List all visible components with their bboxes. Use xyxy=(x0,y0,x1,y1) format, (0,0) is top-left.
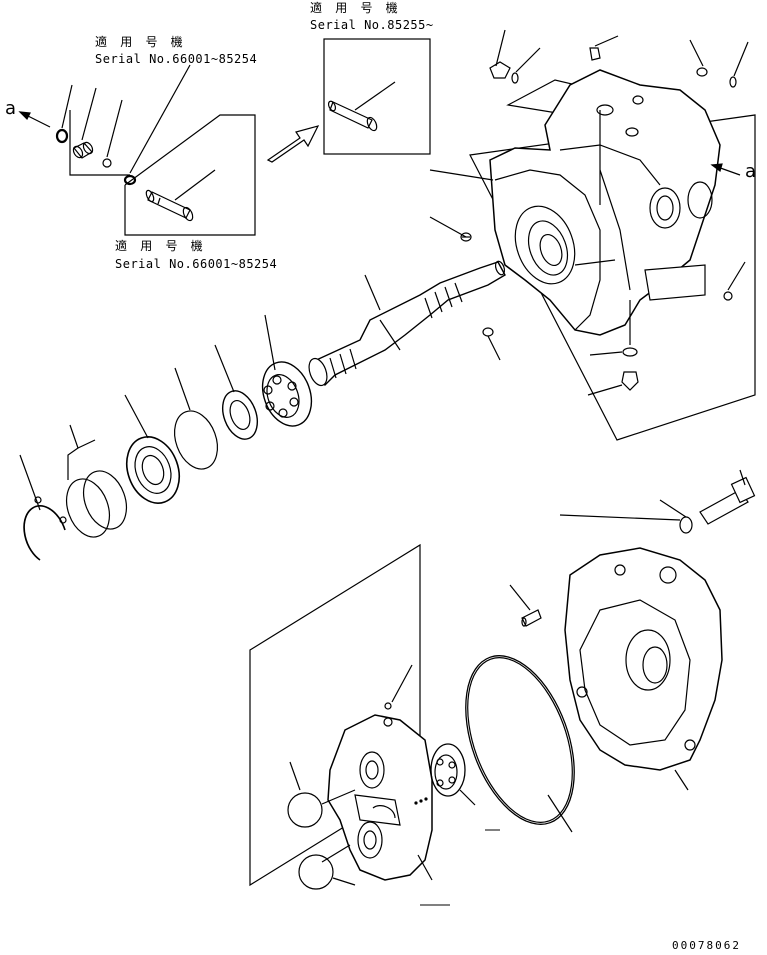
variant-box-new-serial xyxy=(323,38,431,155)
housing-bolt-3 xyxy=(723,291,733,301)
arrow-right-ref-label: a xyxy=(745,161,757,182)
nameplate-dot-3 xyxy=(424,797,428,801)
small-seal-ring xyxy=(55,128,69,144)
oil-seal xyxy=(124,394,181,504)
top-left-serial-label: Serial No.66001~85254 xyxy=(95,52,258,66)
drawing-number: 00078062 xyxy=(672,939,741,952)
callout-circle-upper xyxy=(287,792,323,828)
bearing-spacer xyxy=(214,344,258,440)
snap-rings xyxy=(65,424,128,538)
mid-serial-label: Serial No.66001~85254 xyxy=(115,257,278,271)
plug-fitting xyxy=(72,141,94,159)
dowel-pin xyxy=(521,609,542,627)
gear-pump-assembly xyxy=(249,543,575,906)
large-oring xyxy=(465,655,575,825)
top-right-serial-label: Serial No.85255~ xyxy=(310,18,434,32)
housing-flange xyxy=(494,169,601,331)
arrow-left-ref-label: a xyxy=(5,98,17,119)
seal-oring xyxy=(173,367,219,470)
drain-oring xyxy=(622,347,638,357)
nameplate-dot-2 xyxy=(419,799,423,803)
port-2 xyxy=(625,127,639,137)
pump-housing-upper xyxy=(429,29,756,441)
cover-bolt xyxy=(699,489,749,525)
right-plug-1 xyxy=(696,67,708,77)
right-plug-2 xyxy=(729,76,737,88)
side-port xyxy=(649,187,681,229)
cover-washer xyxy=(679,516,693,534)
shaft-bearing xyxy=(261,314,313,427)
port-3 xyxy=(632,95,644,105)
drive-shaft xyxy=(308,260,506,387)
top-breather xyxy=(589,47,601,61)
top-right-applicable-label: 適 用 号 機 xyxy=(310,1,401,15)
top-left-applicable-label: 適 用 号 機 xyxy=(95,35,186,49)
callout-circle-lower xyxy=(298,854,334,890)
retaining-ring xyxy=(19,454,67,561)
port-1 xyxy=(596,104,614,116)
variant-group-old-serial xyxy=(18,64,191,186)
ball-check xyxy=(102,158,112,168)
right-port xyxy=(687,181,713,219)
end-cover xyxy=(509,469,756,791)
gear-bearing xyxy=(430,743,476,806)
pin-shaft xyxy=(145,189,194,222)
top-oring xyxy=(511,72,519,84)
variant-box-outline xyxy=(69,110,130,176)
housing-bolt-2 xyxy=(482,327,494,337)
variant-box-pin xyxy=(124,114,256,236)
nameplate-dot-1 xyxy=(414,801,418,805)
mid-applicable-label: 適 用 号 機 xyxy=(115,239,206,253)
shaft-bore xyxy=(514,205,576,285)
top-plug xyxy=(489,61,511,79)
o-ring-small xyxy=(123,174,137,186)
bottom-plug xyxy=(621,371,639,391)
update-arrow xyxy=(266,125,320,163)
